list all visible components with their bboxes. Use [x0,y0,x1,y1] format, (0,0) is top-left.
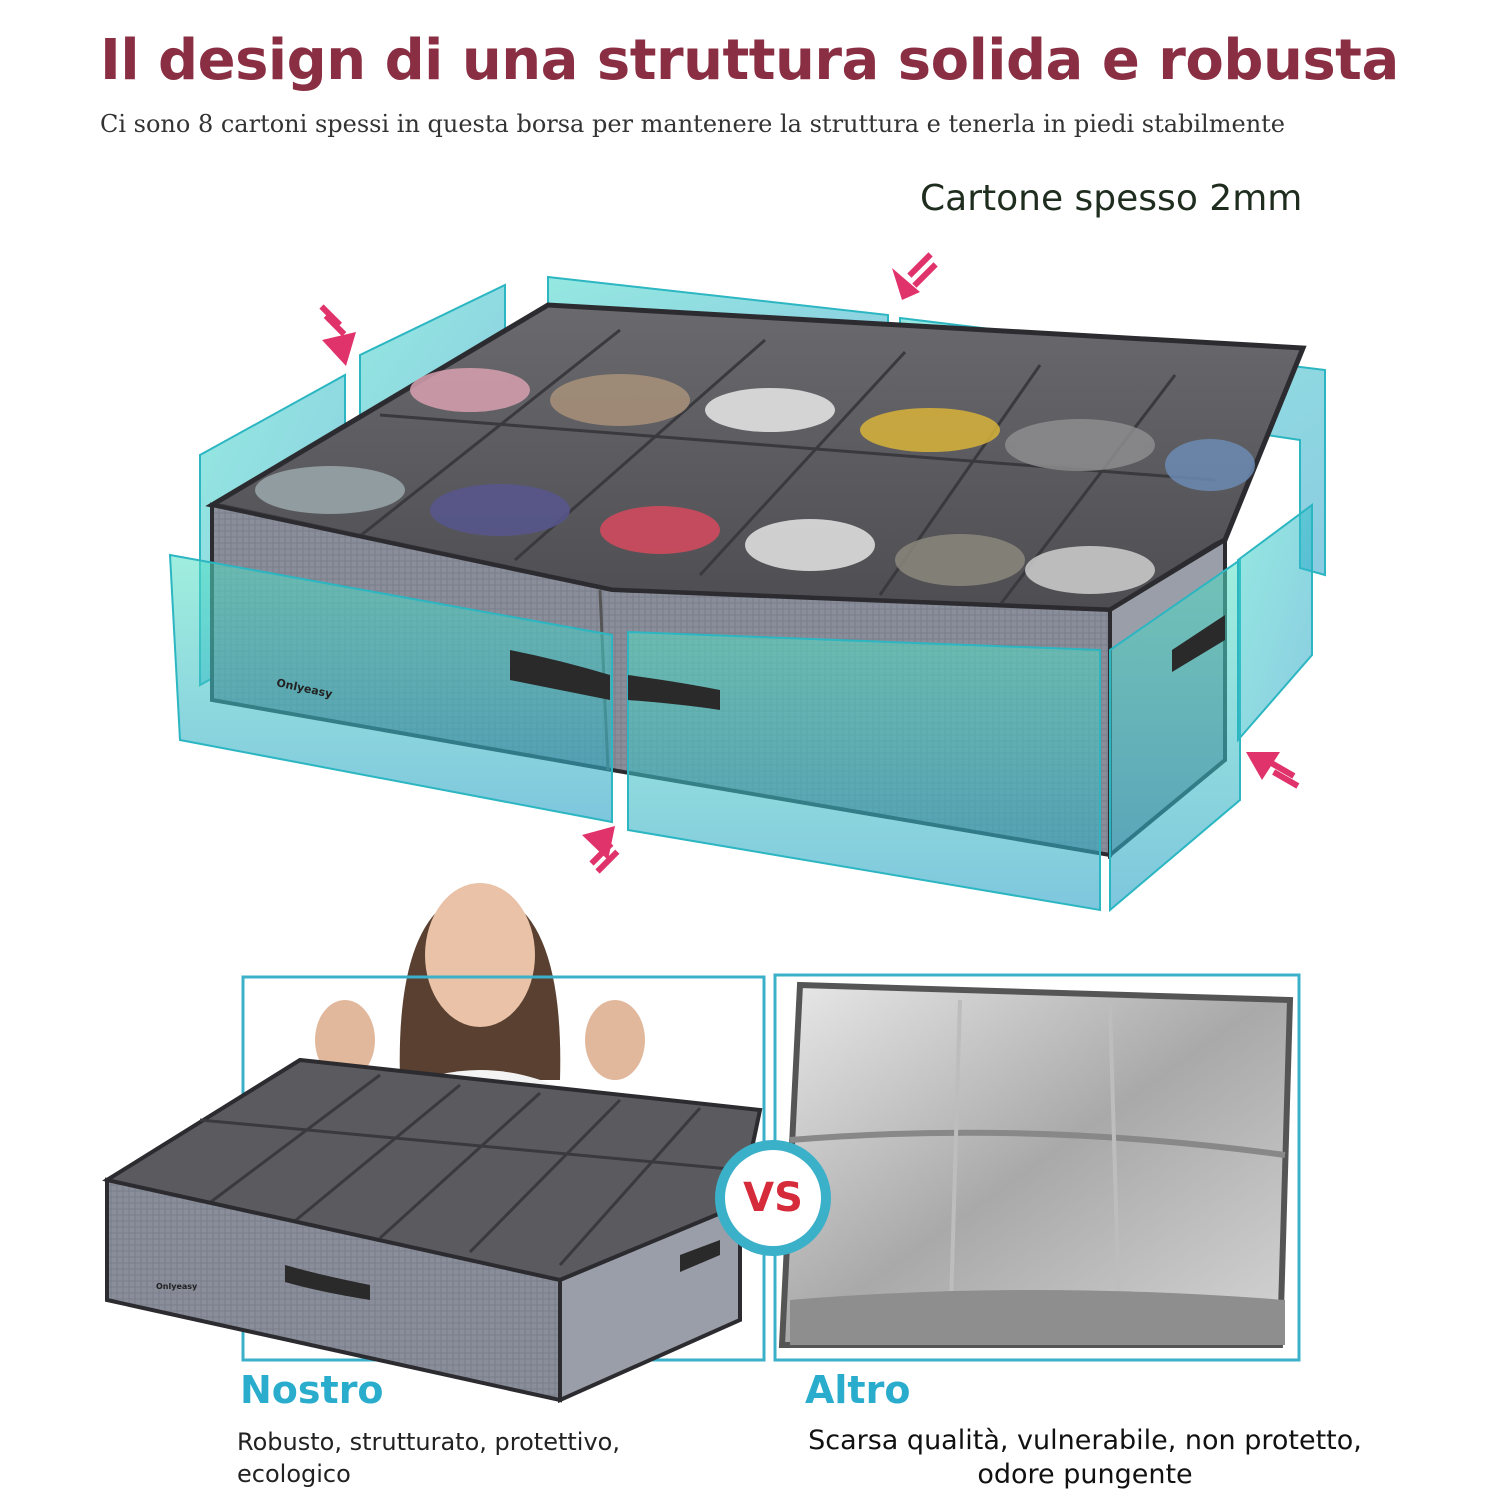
arrow-left-icon [1246,752,1300,789]
cardboard-panel-right-front [1237,503,1313,743]
cardboard-panel-front-right [627,630,1101,912]
handle-side [1172,615,1225,672]
thickness-label: Cartone spesso 2mm [920,178,1303,219]
plastic-bag-photo [778,981,1294,1348]
handle-front-right [628,675,720,710]
page-title: Il design di una struttura solida e robu… [100,28,1399,93]
ours-description: Robusto, strutturato, protettivo, ecolog… [237,1428,620,1488]
brand-label-small: Onlyeasy [156,1282,198,1291]
arrow-up-right-icon [582,826,620,874]
page-subtitle: Ci sono 8 cartoni spessi in questa borsa… [100,110,1285,138]
handle-front-left [510,650,610,700]
ours-title: Nostro [240,1368,384,1412]
cardboard-panel-front-left [168,553,613,824]
arrow-down-right-icon [319,304,356,366]
other-title: Altro [805,1368,911,1412]
vs-text: VS [743,1175,803,1221]
vs-badge-icon: VS [715,1140,831,1256]
shoes [255,368,1255,594]
arrow-down-left-icon [892,252,938,300]
other-description: Scarsa qualità, vulnerabile, non protett… [808,1425,1362,1490]
